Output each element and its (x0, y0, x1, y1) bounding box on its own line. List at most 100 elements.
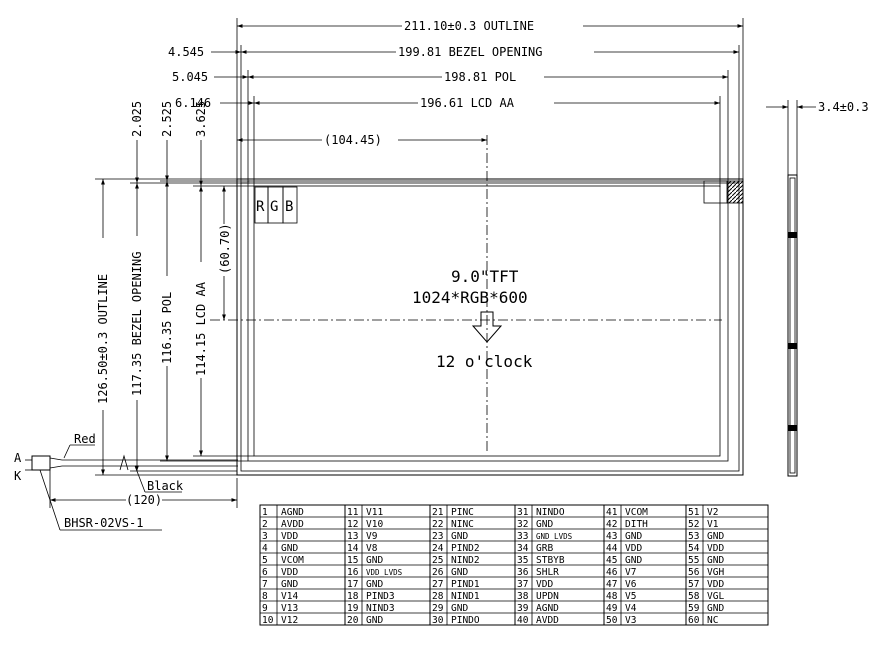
pin-number: 9 (262, 603, 268, 614)
pin-signal: NINC (451, 519, 474, 530)
pin-number: 21 (432, 507, 444, 518)
pin-signal: DITH (625, 519, 648, 530)
pin-number: 35 (517, 555, 528, 566)
pin-number: 53 (688, 531, 699, 542)
pin-k-label: K (14, 469, 22, 483)
dim-center-x: (104.45) (324, 133, 382, 147)
dim-outline-width: 211.10±0.3 OUTLINE (404, 19, 534, 33)
pin-signal: GRB (536, 543, 553, 554)
pin-number: 50 (606, 615, 618, 626)
pin-number: 29 (432, 603, 444, 614)
pin-signal: V12 (281, 615, 298, 626)
pin-signal: AVDD (281, 519, 304, 530)
pin-number: 44 (606, 543, 618, 554)
top-dimensions: 211.10±0.3 OUTLINE 4.545 199.81 BEZEL OP… (168, 18, 744, 187)
pol-rect (247, 180, 729, 462)
rgb-label-g: G (270, 199, 278, 215)
pin-signal: GND (281, 543, 298, 554)
pin-a-label: A (14, 451, 22, 465)
pin-number: 32 (517, 519, 528, 530)
pin-signal: V9 (366, 531, 378, 542)
pin-signal: V3 (625, 615, 636, 626)
dim-offset-outline: 4.545 (168, 45, 204, 59)
pin-number: 41 (606, 507, 618, 518)
pin-number: 5 (262, 555, 268, 566)
side-tab-3 (788, 425, 797, 431)
rgb-label-r: R (256, 199, 265, 215)
pin-signal: PINDO (451, 615, 480, 626)
dim-lcd-width: 196.61 LCD AA (420, 96, 515, 110)
pin-signal: PIND1 (451, 579, 480, 590)
pin-number: 48 (606, 591, 618, 602)
dim-offset-top-pol: 2.525 (160, 101, 174, 137)
dim-center-y: (60.70) (218, 223, 232, 274)
dim-outline-height: 126.50±0.3 OUTLINE (96, 274, 110, 404)
pin-number: 30 (432, 615, 444, 626)
pin-number: 8 (262, 591, 268, 602)
pin-number: 10 (262, 615, 274, 626)
pin-signal: UPDN (536, 591, 559, 602)
pin-number: 26 (432, 567, 444, 578)
pin-signal: AGND (281, 507, 304, 518)
dim-offset-top-lcd: 3.625 (194, 101, 208, 137)
pin-signal: GND_LVDS (536, 532, 573, 541)
dim-thickness: 3.4±0.3 (818, 100, 869, 114)
pin-number: 23 (432, 531, 443, 542)
panel-resolution: 1024*RGB*600 (412, 288, 528, 307)
pin-signal: V8 (366, 543, 378, 554)
rgb-label-b: B (285, 199, 293, 215)
pin-number: 56 (688, 567, 700, 578)
side-tab-2 (788, 343, 797, 349)
dim-bezel-width: 199.81 BEZEL OPENING (398, 45, 543, 59)
dim-cable-length: (120) (126, 493, 162, 507)
pin-number: 45 (606, 555, 617, 566)
pin-signal: VDD (281, 567, 298, 578)
pin-number: 17 (347, 579, 358, 590)
black-wire-label: Black (147, 479, 184, 493)
pin-number: 57 (688, 579, 699, 590)
outline-rect (236, 178, 744, 476)
pin-signal: NIND2 (451, 555, 480, 566)
dim-offset-top-bezel: 2.025 (130, 101, 144, 137)
panel-title: 9.0"TFT (451, 267, 519, 286)
pin-number: 42 (606, 519, 617, 530)
pin-signal: VDD_LVDS (366, 568, 403, 577)
pin-signal: V2 (707, 507, 718, 518)
pin-number: 11 (347, 507, 359, 518)
red-wire-label: Red (74, 432, 96, 446)
pin-signal: V10 (366, 519, 383, 530)
pin-number: 14 (347, 543, 359, 554)
pin-number: 39 (517, 603, 529, 614)
pin-signal: GND (366, 615, 383, 626)
side-tab-1 (788, 232, 797, 238)
pin-number: 60 (688, 615, 700, 626)
pin-number: 28 (432, 591, 444, 602)
bezel-rect (240, 182, 740, 472)
pin-number: 54 (688, 543, 700, 554)
pin-number: 2 (262, 519, 268, 530)
pin-signal: GND (366, 555, 383, 566)
connector-part-label: BHSR-02VS-1 (64, 516, 143, 530)
pin-number: 55 (688, 555, 699, 566)
pin-signal: V13 (281, 603, 298, 614)
pin-signal: PIND3 (366, 591, 395, 602)
pin-number: 24 (432, 543, 444, 554)
dim-bezel-height: 117.35 BEZEL OPENING (130, 252, 144, 397)
side-profile (787, 174, 798, 477)
pin-signal: GND (625, 531, 642, 542)
pin-signal: GND (536, 519, 553, 530)
pin-signal: AVDD (536, 615, 559, 626)
pin-number: 1 (262, 507, 268, 518)
pin-number: 27 (432, 579, 443, 590)
corner-pad (703, 180, 729, 204)
pin-signal: PIND2 (451, 543, 480, 554)
pin-number: 3 (262, 531, 268, 542)
view-direction-arrow-icon (471, 311, 503, 343)
pin-signal: GND (451, 603, 468, 614)
dim-pol-width: 198.81 POL (444, 70, 516, 84)
pin-signal: GND (707, 531, 724, 542)
pin-number: 40 (517, 615, 529, 626)
pin-signal: SHLR (536, 567, 559, 578)
pin-number: 33 (517, 531, 528, 542)
